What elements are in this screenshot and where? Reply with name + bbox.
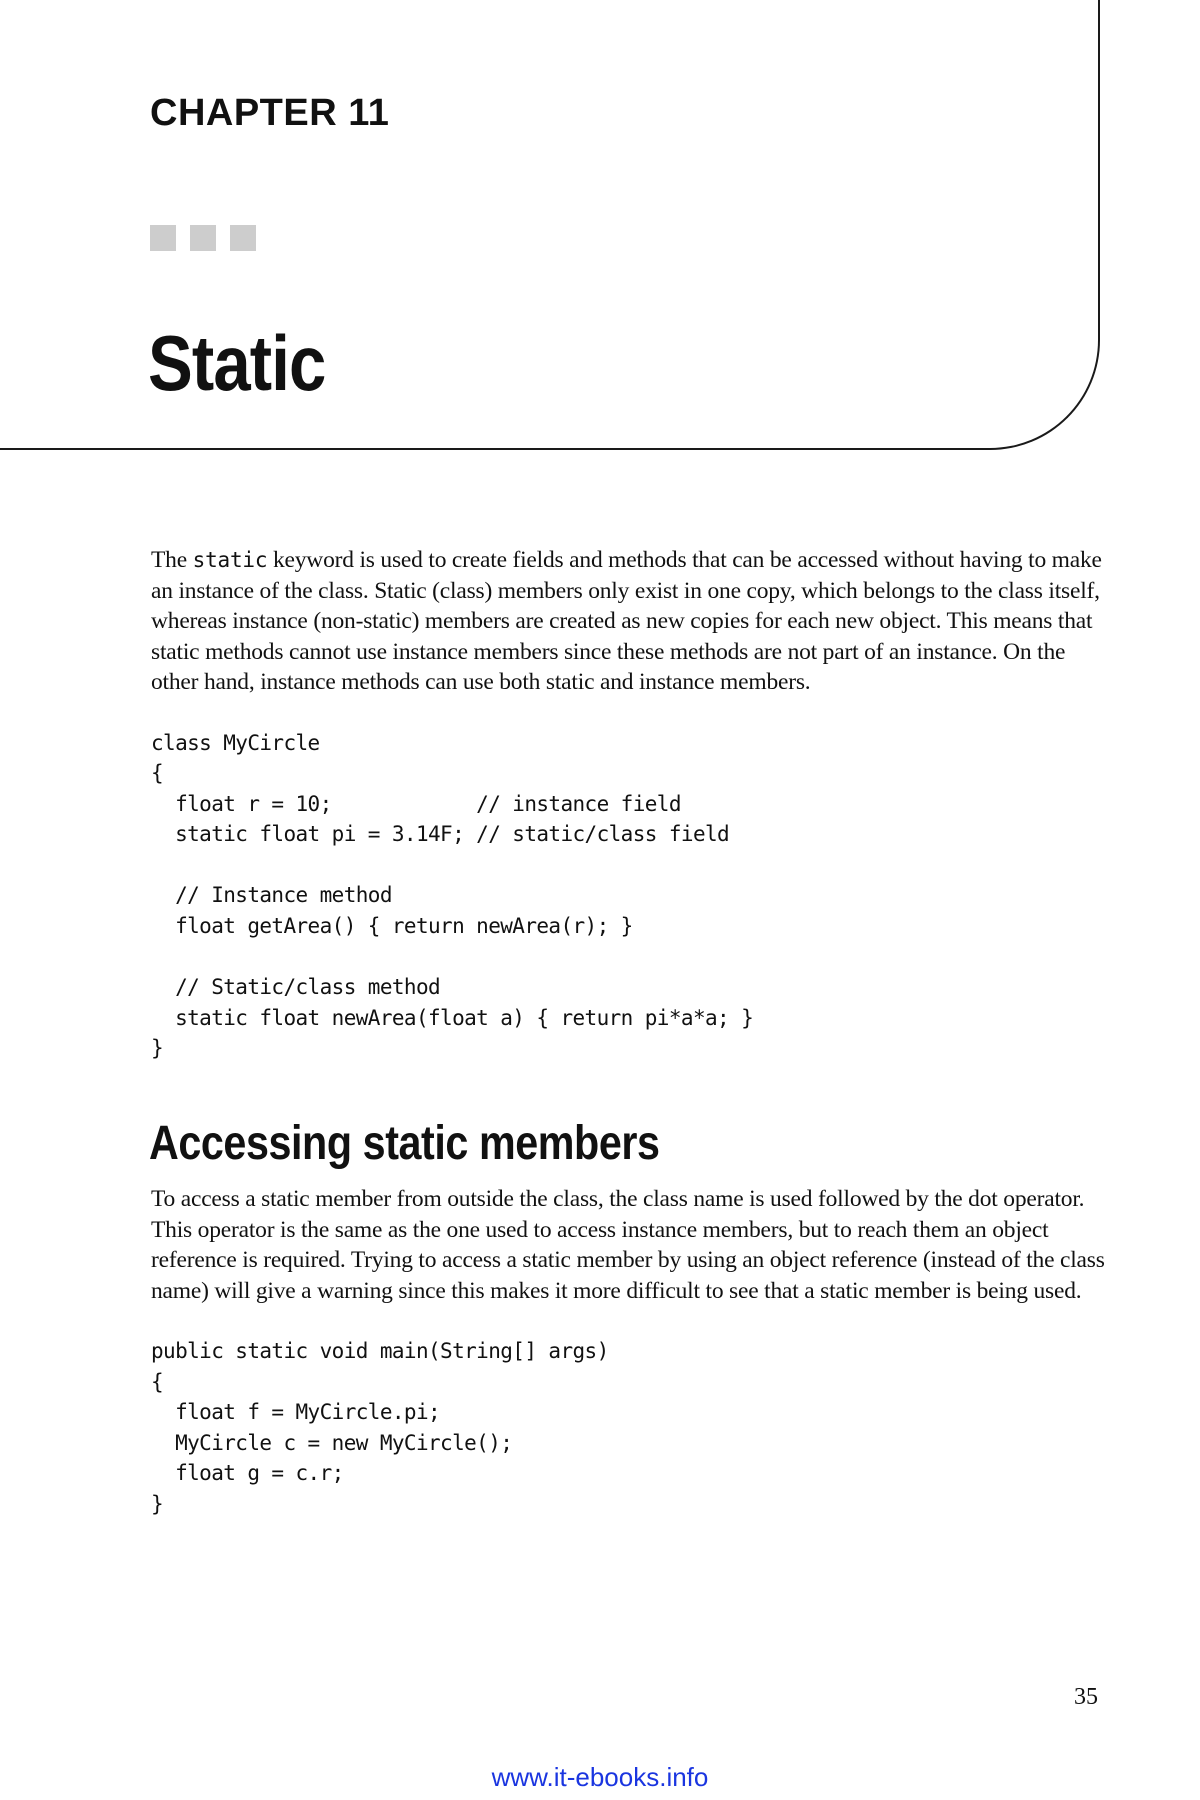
intro-paragraph: The static keyword is used to create fie… xyxy=(151,545,1111,698)
inline-code-static: static xyxy=(192,548,268,572)
decorative-squares xyxy=(150,225,256,251)
chapter-label: CHAPTER 11 xyxy=(150,92,390,134)
code-example-mycircle: class MyCircle { float r = 10; // instan… xyxy=(151,730,754,1061)
intro-text-start: The xyxy=(151,547,193,573)
decorative-square xyxy=(230,225,256,251)
section-heading: Accessing static members xyxy=(149,1117,660,1171)
decorative-square xyxy=(190,225,216,251)
section-paragraph: To access a static member from outside t… xyxy=(151,1186,1105,1304)
page-number: 35 xyxy=(1074,1684,1098,1710)
chapter-title: Static xyxy=(148,319,326,407)
decorative-square xyxy=(150,225,176,251)
intro-text-rest: keyword is used to create fields and met… xyxy=(151,547,1102,695)
page-content: The static keyword is used to create fie… xyxy=(149,545,1111,1520)
code-example-main: public static void main(String[] args) {… xyxy=(151,1339,609,1516)
footer-link[interactable]: www.it-ebooks.info xyxy=(491,1762,709,1792)
chapter-frame xyxy=(0,0,1100,450)
